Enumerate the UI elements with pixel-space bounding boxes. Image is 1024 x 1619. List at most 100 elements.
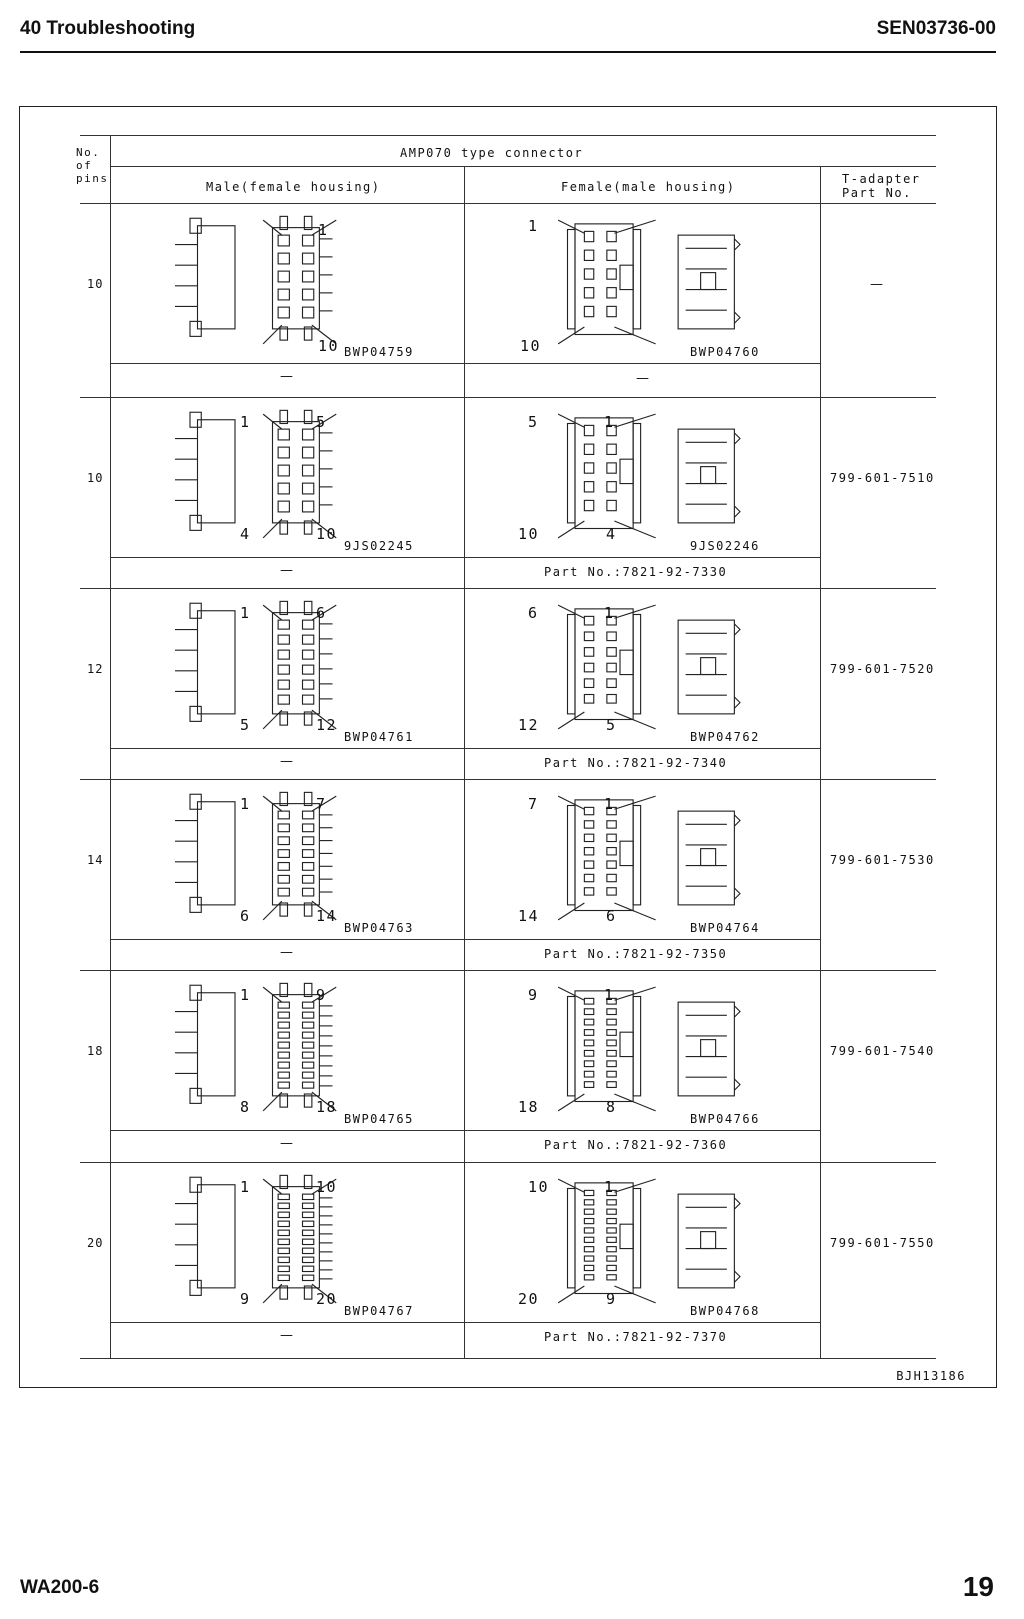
female-pin-callout: 18 — [518, 1098, 540, 1116]
male-drawing-code: 9JS02245 — [344, 539, 414, 553]
page-number: 19 — [962, 1571, 994, 1602]
female-column-header: Female(male housing) — [561, 180, 736, 194]
part-number-rule — [110, 557, 820, 558]
male-pin-callout: 10 — [316, 525, 338, 543]
male-part-number: — — [280, 563, 293, 578]
male-pin-callout: 8 — [240, 1098, 251, 1116]
male-connector-drawing — [160, 207, 460, 357]
header-bottom-rule — [80, 203, 936, 204]
row-bottom-rule — [80, 1358, 936, 1359]
female-connector-drawing — [500, 207, 800, 357]
male-female-divider — [464, 166, 465, 1358]
adapter-part-number: 799-601-7520 — [830, 662, 935, 676]
male-drawing-code: BWP04765 — [344, 1112, 414, 1126]
female-drawing-code: BWP04766 — [690, 1112, 760, 1126]
row-bottom-rule — [80, 588, 936, 589]
part-number-rule — [110, 748, 820, 749]
female-pin-callout: 1 — [604, 413, 615, 431]
adapter-part-number: — — [870, 277, 883, 292]
male-drawing-code: BWP04761 — [344, 730, 414, 744]
male-connector-drawing — [160, 401, 460, 551]
male-pin-callout: 4 — [240, 525, 251, 543]
female-part-number: Part No.:7821-92-7370 — [544, 1330, 728, 1344]
male-pin-callout: 6 — [316, 604, 327, 622]
male-pin-callout: 10 — [318, 337, 340, 355]
adapter-column-header: T-adapter Part No. — [842, 172, 921, 200]
figure-id: BJH13186 — [896, 1369, 966, 1383]
female-connector-drawing — [500, 974, 800, 1124]
male-part-number: — — [280, 1328, 293, 1343]
adapter-part-number: 799-601-7540 — [830, 1044, 935, 1058]
pin-count: 12 — [87, 662, 104, 676]
male-connector-drawing — [160, 974, 460, 1124]
female-drawing-code: 9JS02246 — [690, 539, 760, 553]
female-pin-callout: 4 — [606, 525, 617, 543]
pins-column-divider — [110, 135, 111, 1358]
male-part-number: — — [280, 369, 293, 384]
pin-count: 10 — [87, 277, 104, 291]
adapter-part-number: 799-601-7550 — [830, 1236, 935, 1250]
female-pin-callout: 1 — [604, 795, 615, 813]
male-pin-callout: 1 — [240, 1178, 251, 1196]
male-connector-drawing — [160, 1166, 460, 1316]
part-number-rule — [110, 363, 820, 364]
part-number-rule — [110, 939, 820, 940]
female-part-number: Part No.:7821-92-7360 — [544, 1138, 728, 1152]
section-title: 40 Troubleshooting — [20, 18, 196, 39]
female-connector-drawing — [500, 592, 800, 742]
model-name: WA200-6 — [20, 1577, 100, 1598]
male-pin-callout: 6 — [240, 907, 251, 925]
male-pin-callout: 1 — [240, 795, 251, 813]
male-connector-drawing — [160, 592, 460, 742]
male-pin-callout: 5 — [240, 716, 251, 734]
male-pin-callout: 12 — [316, 716, 338, 734]
pins-column-header: No. of pins — [76, 146, 109, 185]
female-pin-callout: 9 — [606, 1290, 617, 1308]
female-drawing-code: BWP04764 — [690, 921, 760, 935]
female-part-number: Part No.:7821-92-7350 — [544, 947, 728, 961]
female-pin-callout: 20 — [518, 1290, 540, 1308]
female-part-number: — — [636, 371, 649, 386]
female-pin-callout: 5 — [528, 413, 539, 431]
male-drawing-code: BWP04759 — [344, 345, 414, 359]
male-pin-callout: 9 — [316, 986, 327, 1004]
female-drawing-code: BWP04768 — [690, 1304, 760, 1318]
row-bottom-rule — [80, 779, 936, 780]
male-pin-callout: 5 — [316, 413, 327, 431]
male-column-header: Male(female housing) — [206, 180, 381, 194]
table-top-rule — [80, 135, 936, 136]
male-connector-drawing — [160, 783, 460, 933]
row-bottom-rule — [80, 970, 936, 971]
connector-type-header: AMP070 type connector — [400, 146, 584, 160]
row-bottom-rule — [80, 1162, 936, 1163]
female-pin-callout: 1 — [604, 986, 615, 1004]
male-part-number: — — [280, 754, 293, 769]
female-pin-callout: 10 — [518, 525, 540, 543]
female-pin-callout: 1 — [604, 604, 615, 622]
header-mid-rule — [110, 166, 936, 167]
female-pin-callout: 1 — [528, 217, 539, 235]
figure-frame — [19, 106, 997, 1388]
female-pin-callout: 6 — [606, 907, 617, 925]
male-drawing-code: BWP04767 — [344, 1304, 414, 1318]
male-pin-callout: 10 — [316, 1178, 338, 1196]
female-connector-drawing — [500, 783, 800, 933]
female-adapter-divider — [820, 166, 821, 1358]
pin-count: 18 — [87, 1044, 104, 1058]
male-drawing-code: BWP04763 — [344, 921, 414, 935]
pin-count: 20 — [87, 1236, 104, 1250]
adapter-part-number: 799-601-7530 — [830, 853, 935, 867]
header-rule — [20, 51, 996, 53]
female-drawing-code: BWP04762 — [690, 730, 760, 744]
female-pin-callout: 14 — [518, 907, 540, 925]
female-pin-callout: 10 — [528, 1178, 550, 1196]
adapter-part-number: 799-601-7510 — [830, 471, 935, 485]
male-pin-callout: 9 — [240, 1290, 251, 1308]
male-pin-callout: 14 — [316, 907, 338, 925]
document-number: SEN03736-00 — [876, 18, 996, 39]
male-part-number: — — [280, 1136, 293, 1151]
female-pin-callout: 6 — [528, 604, 539, 622]
female-pin-callout: 12 — [518, 716, 540, 734]
male-pin-callout: 1 — [240, 604, 251, 622]
female-pin-callout: 1 — [604, 1178, 615, 1196]
